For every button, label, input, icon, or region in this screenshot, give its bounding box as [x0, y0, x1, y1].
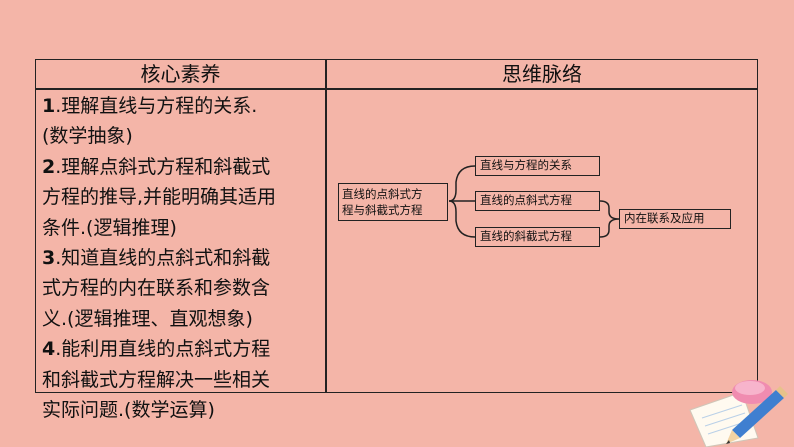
- literacy-line: 和斜截式方程解决一些相关: [42, 368, 271, 391]
- column-divider: [325, 60, 327, 392]
- literacy-line: 义.(逻辑推理、直观想象): [42, 307, 253, 330]
- mindmap-branch-slope-intercept: 直线的斜截式方程: [475, 227, 600, 247]
- literacy-list: 1.理解直线与方程的关系. (数学抽象) 2.理解点斜式方程和斜截式 方程的推导…: [42, 91, 322, 425]
- mindmap-branch-point-slope: 直线的点斜式方程: [475, 191, 600, 211]
- mindmap-root-node: 直线的点斜式方 程与斜截式方程: [338, 183, 448, 221]
- literacy-line: 1.理解直线与方程的关系.: [42, 95, 258, 117]
- literacy-line: 条件.(逻辑推理): [42, 216, 177, 239]
- pencil-icon: [726, 386, 788, 444]
- header-thinking-context: 思维脉络: [502, 62, 582, 86]
- literacy-line: 式方程的内在联系和参数含: [42, 277, 271, 300]
- eraser-icon: [732, 380, 772, 404]
- right-brace: [599, 200, 620, 238]
- literacy-line: 方程的推导,并能明确其适用: [42, 186, 277, 209]
- literacy-line: 实际问题.(数学运算): [42, 399, 215, 422]
- header-divider: [36, 88, 757, 90]
- pencil-paper-decoration: [689, 380, 788, 447]
- literacy-line: 2.理解点斜式方程和斜截式: [42, 155, 271, 178]
- literacy-line: 4.能利用直线的点斜式方程: [42, 338, 271, 361]
- literacy-line: (数学抽象): [42, 125, 133, 148]
- header-core-literacy: 核心素养: [140, 62, 221, 86]
- content-table: 核心素养 思维脉络 1.理解直线与方程的关系. (数学抽象) 2.理解点斜式方程…: [35, 59, 758, 421]
- literacy-line: 3.知道直线的点斜式和斜截: [42, 247, 271, 270]
- mindmap-branch-relation: 直线与方程的关系: [475, 156, 600, 176]
- mindmap-result-node: 内在联系及应用: [619, 209, 731, 229]
